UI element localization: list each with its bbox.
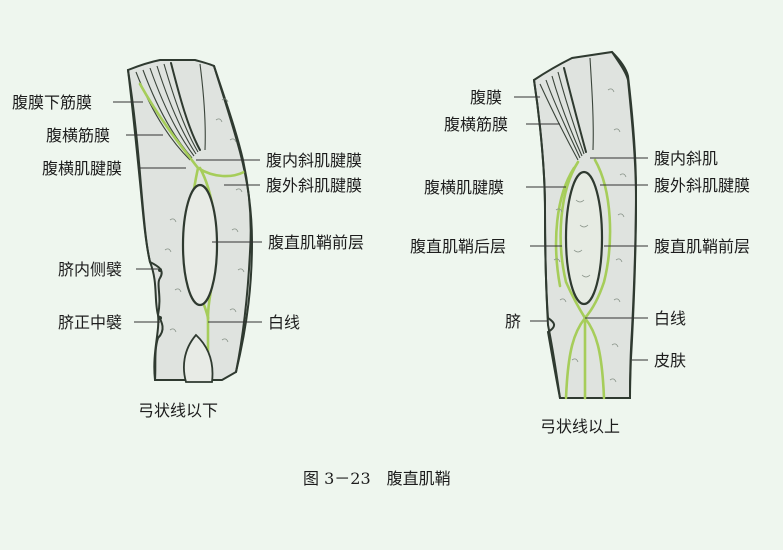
right-leaders [514,96,648,361]
right-label-transversus-aponeurosis: 腹横肌腱膜 [424,178,504,197]
left-illustration [126,59,254,383]
left-label-internal-oblique-aponeurosis: 腹内斜肌腱膜 [266,151,362,170]
right-label-peritoneum: 腹膜 [470,88,502,107]
left-label-transversus-aponeurosis: 腹横肌腱膜 [42,159,122,178]
left-lower-lens [183,333,214,383]
right-labels: 腹膜 腹横筋膜 腹横肌腱膜 腹直肌鞘后层 脐 腹内斜肌 腹外斜肌腱膜 腹直肌鞘前… [410,88,750,436]
right-label-umbilicus: 脐 [505,312,521,331]
right-label-skin: 皮肤 [654,351,686,370]
left-label-external-oblique-aponeurosis: 腹外斜肌腱膜 [266,176,362,195]
left-label-transversalis-fascia: 腹横筋膜 [46,126,110,145]
right-label-linea-alba: 白线 [654,309,686,328]
right-label-external-oblique-aponeurosis: 腹外斜肌腱膜 [654,176,750,195]
right-label-anterior-sheath: 腹直肌鞘前层 [654,237,750,256]
left-label-median-umbilical-fold: 脐正中襞 [58,313,122,332]
left-label-anterior-sheath: 腹直肌鞘前层 [268,233,364,252]
left-caption: 弓状线以下 [138,401,218,420]
right-label-internal-oblique: 腹内斜肌 [654,149,718,168]
left-labels: 腹膜下筋膜 腹横筋膜 腹横肌腱膜 脐内侧襞 脐正中襞 腹内斜肌腱膜 腹外斜肌腱膜… [12,93,364,420]
right-rectus-muscle [564,170,604,306]
left-rectus-muscle [181,183,219,307]
left-label-medial-umbilical-fold: 脐内侧襞 [58,260,122,279]
figure-caption: 图 3－23 腹直肌鞘 [303,469,451,488]
left-label-linea-alba: 白线 [268,313,300,332]
right-illustration [532,50,638,400]
right-label-transversalis-fascia: 腹横筋膜 [444,115,508,134]
right-label-posterior-sheath: 腹直肌鞘后层 [410,237,506,256]
left-label-subperitoneal-fascia: 腹膜下筋膜 [12,93,92,112]
right-caption: 弓状线以上 [540,417,620,436]
left-leaders [113,101,262,323]
